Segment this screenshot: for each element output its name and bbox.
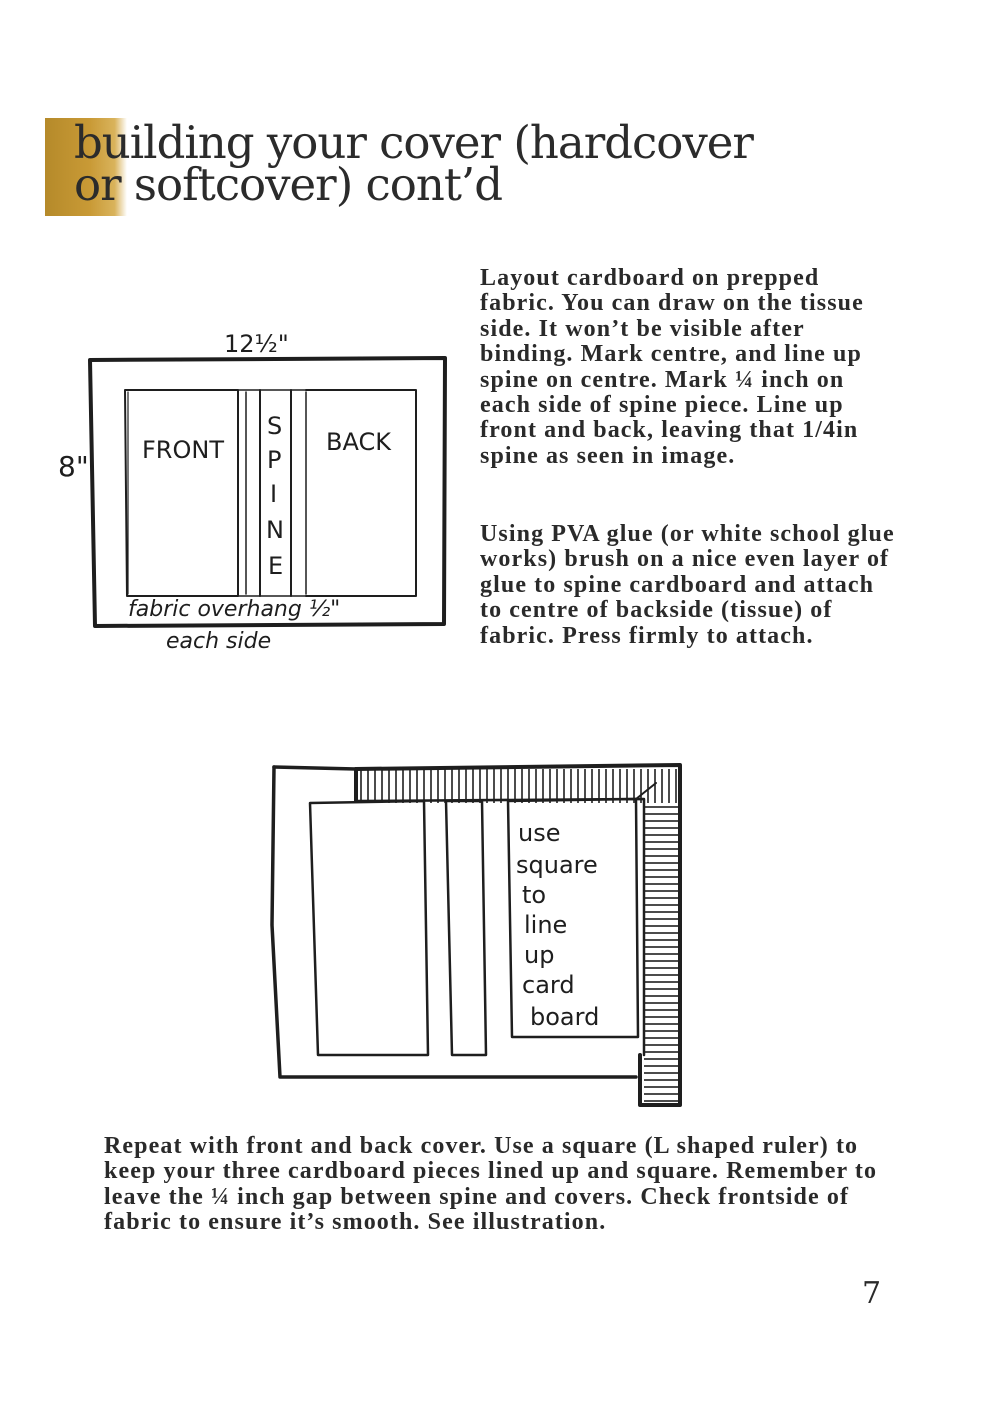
note-word-3: to <box>522 881 546 909</box>
cover-layout-illustration: 12½" 8" FRONT BACK S P I N E fabric over… <box>58 330 447 654</box>
page-title: building your cover (hardcover or softco… <box>74 116 874 211</box>
back-label: BACK <box>326 428 392 456</box>
instruction-paragraph-3: Repeat with front and back cover. Use a … <box>104 1133 878 1236</box>
spine-letter-1: S <box>267 412 282 440</box>
overhang-label-line-1: fabric overhang ½" <box>128 597 340 622</box>
note-word-4: line <box>524 911 567 939</box>
page-title-line-2: or softcover) cont’d <box>74 158 503 211</box>
square-alignment-illustration: use square to line up card board <box>270 763 682 1107</box>
note-word-7: board <box>530 1003 599 1031</box>
instruction-paragraph-2: Using PVA glue (or white school glue wor… <box>480 521 895 649</box>
width-label: 12½" <box>224 330 289 358</box>
spine-letter-2: P <box>267 446 281 474</box>
front-label: FRONT <box>142 436 224 464</box>
note-word-1: use <box>518 819 560 847</box>
instruction-paragraph-1: Layout cardboard on prepped fabric. You … <box>480 265 864 469</box>
page-number: 7 <box>862 1276 882 1311</box>
spine-letter-4: N <box>266 516 284 544</box>
title-accent-swatch <box>45 118 127 216</box>
height-label: 8" <box>58 450 89 483</box>
note-word-2: square <box>516 851 598 879</box>
note-word-5: up <box>524 941 554 969</box>
spine-letter-3: I <box>270 480 277 508</box>
spine-letter-5: E <box>268 552 283 580</box>
page-title-line-1: building your cover (hardcover <box>74 116 754 169</box>
overhang-label-line-2: each side <box>166 629 271 654</box>
note-word-6: card <box>522 971 575 999</box>
